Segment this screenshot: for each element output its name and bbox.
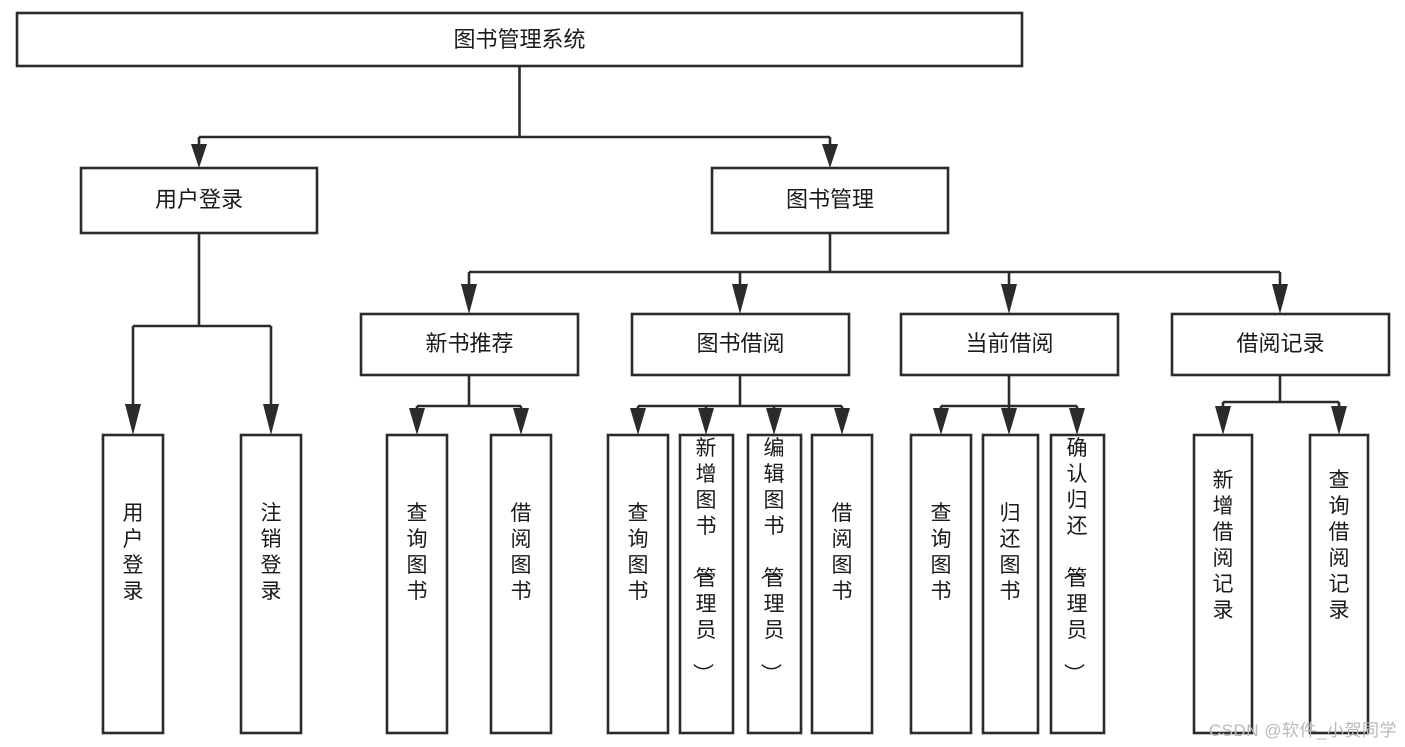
node-borrow-record[interactable]: 借阅记录 xyxy=(1170,312,1391,377)
node-leaf-borrow-book-2-label: 借阅图书 xyxy=(832,502,853,603)
node-leaf-add-book-label: 新增图书（管理员） xyxy=(691,437,717,684)
node-user-login[interactable]: 用户登录 xyxy=(79,166,319,235)
node-root-system-label: 图书管理系统 xyxy=(453,27,585,52)
arrow-head-leaf-user-login xyxy=(125,404,141,435)
arrow-head-book-manage xyxy=(822,144,838,168)
node-new-book-recommend-label: 新书推荐 xyxy=(425,331,513,356)
arrow-head-new-book-recommend xyxy=(461,284,477,314)
node-leaf-query-book-3[interactable]: 查询图书 xyxy=(909,433,973,735)
node-leaf-user-login-label: 用户登录 xyxy=(123,502,144,603)
node-leaf-borrow-book-2[interactable]: 借阅图书 xyxy=(810,433,874,735)
node-book-manage-label: 图书管理 xyxy=(786,187,874,212)
node-leaf-query-record-label: 查询借阅记录 xyxy=(1329,469,1350,622)
node-leaf-user-login[interactable]: 用户登录 xyxy=(101,433,165,735)
node-current-borrow[interactable]: 当前借阅 xyxy=(899,312,1120,377)
node-leaf-confirm-return[interactable]: 确认归还（管理员） xyxy=(1049,433,1106,735)
node-leaf-edit-book[interactable]: 编辑图书（管理员） xyxy=(746,433,803,735)
arrow-head-leaf-query-book-1 xyxy=(409,408,425,435)
arrow-head-leaf-borrow-book-2 xyxy=(834,408,850,435)
node-leaf-edit-book-label: 编辑图书（管理员） xyxy=(759,437,785,684)
node-root-system[interactable]: 图书管理系统 xyxy=(15,11,1024,68)
arrow-head-user-login xyxy=(191,144,207,168)
arrow-head-borrow-record xyxy=(1272,284,1288,314)
node-user-login-label: 用户登录 xyxy=(155,187,243,212)
node-leaf-query-book-1-label: 查询图书 xyxy=(407,502,428,603)
arrow-head-leaf-add-record xyxy=(1215,406,1231,435)
node-leaf-add-book[interactable]: 新增图书（管理员） xyxy=(678,433,735,735)
node-leaf-query-book-1[interactable]: 查询图书 xyxy=(385,433,449,735)
node-leaf-borrow-book-1-label: 借阅图书 xyxy=(511,502,532,603)
node-leaf-borrow-book-1[interactable]: 借阅图书 xyxy=(489,433,553,735)
node-book-borrow[interactable]: 图书借阅 xyxy=(630,312,851,377)
node-leaf-add-record-label: 新增借阅记录 xyxy=(1213,469,1234,622)
arrow-head-leaf-query-record xyxy=(1331,406,1347,435)
node-leaf-return-book[interactable]: 归还图书 xyxy=(981,433,1040,735)
arrow-head-leaf-user-logout xyxy=(263,404,279,435)
node-borrow-record-label: 借阅记录 xyxy=(1236,331,1324,356)
arrow-head-current-borrow xyxy=(1001,284,1017,314)
arrow-head-leaf-confirm-return xyxy=(1069,408,1085,435)
arrow-head-leaf-borrow-book-1 xyxy=(513,408,529,435)
node-current-borrow-label: 当前借阅 xyxy=(965,331,1053,356)
node-leaf-query-book-2[interactable]: 查询图书 xyxy=(606,433,670,735)
arrow-head-leaf-return-book xyxy=(1001,408,1017,435)
arrow-head-book-borrow xyxy=(732,284,748,314)
arrow-head-leaf-add-book xyxy=(698,408,714,435)
node-leaf-add-record[interactable]: 新增借阅记录 xyxy=(1192,433,1254,735)
node-book-borrow-label: 图书借阅 xyxy=(696,331,784,356)
node-book-manage[interactable]: 图书管理 xyxy=(710,166,950,235)
node-leaf-query-book-2-label: 查询图书 xyxy=(628,502,649,603)
node-leaf-query-book-3-label: 查询图书 xyxy=(931,502,952,603)
connector-group xyxy=(125,66,1347,435)
node-leaf-user-logout-label: 注销登录 xyxy=(261,502,282,603)
node-leaf-query-record[interactable]: 查询借阅记录 xyxy=(1308,433,1370,735)
node-leaf-confirm-return-label: 确认归还（管理员） xyxy=(1062,437,1088,684)
node-leaf-return-book-label: 归还图书 xyxy=(1000,502,1021,603)
arrow-head-leaf-query-book-2 xyxy=(630,408,646,435)
node-new-book-recommend[interactable]: 新书推荐 xyxy=(359,312,580,377)
arrow-head-leaf-edit-book xyxy=(766,408,782,435)
node-leaf-user-logout[interactable]: 注销登录 xyxy=(239,433,303,735)
csdn-watermark: CSDN @软件_小贺同学 xyxy=(1208,721,1397,740)
arrow-head-leaf-query-book-3 xyxy=(933,408,949,435)
